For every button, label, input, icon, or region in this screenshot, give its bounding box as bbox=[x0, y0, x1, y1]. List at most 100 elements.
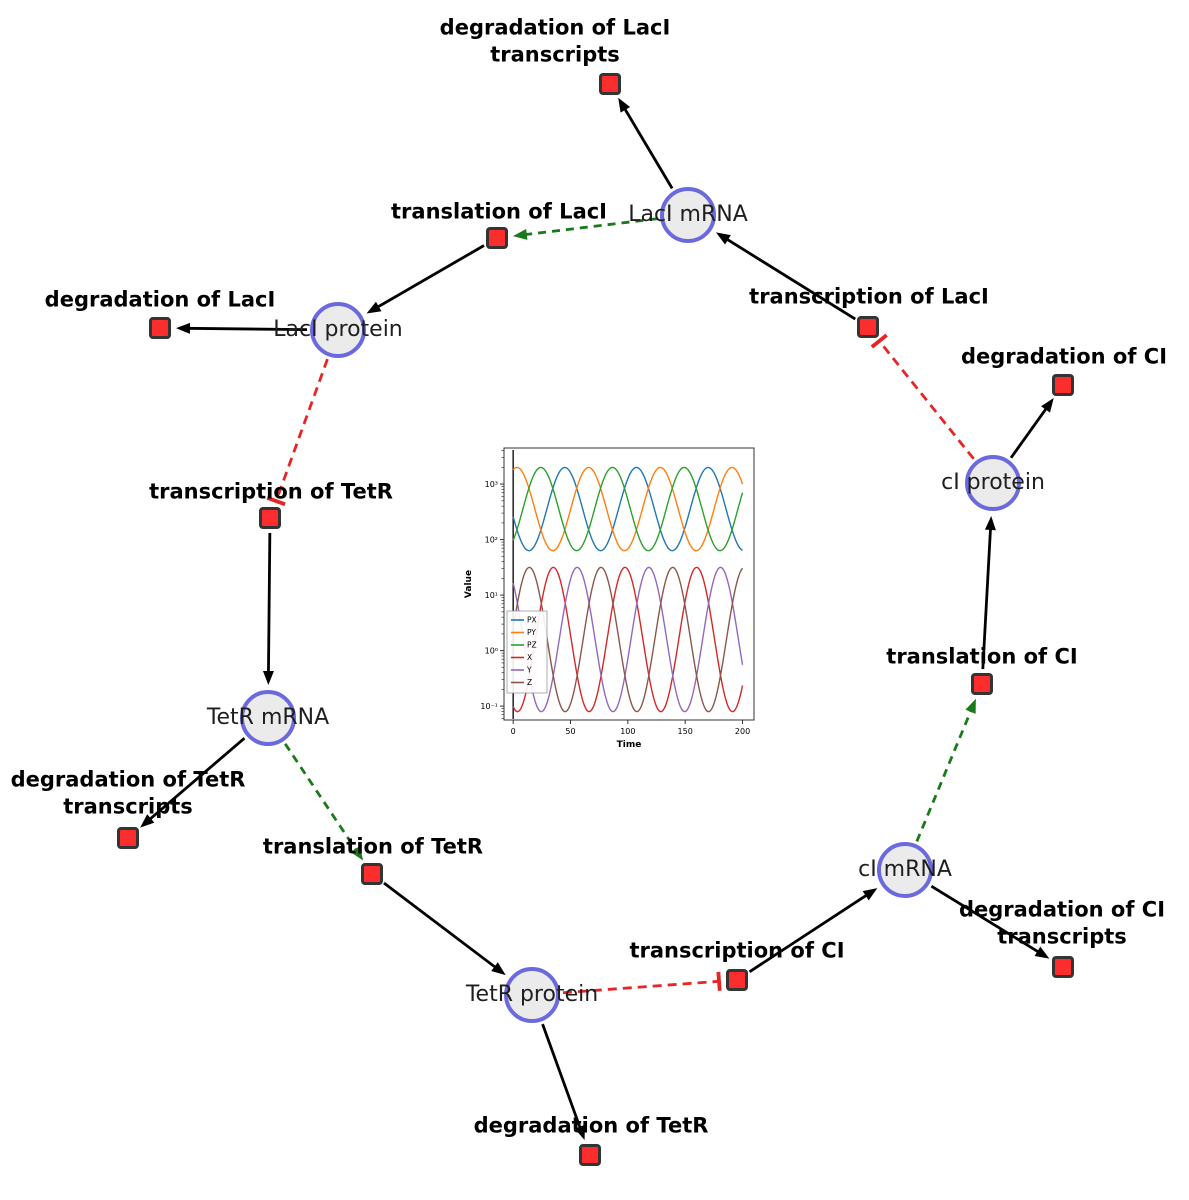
arrowhead bbox=[965, 698, 976, 714]
edge-production bbox=[981, 525, 993, 670]
reaction-node-deg-tetr[interactable] bbox=[579, 1144, 601, 1166]
arrowhead bbox=[491, 962, 506, 976]
edge-inhibition bbox=[274, 358, 329, 502]
arrowhead bbox=[512, 228, 528, 240]
reaction-label-transcription-ci: transcription of CI bbox=[629, 938, 845, 963]
arrowhead bbox=[1041, 398, 1054, 413]
edge-consumption bbox=[1009, 405, 1050, 459]
series-PY bbox=[512, 466, 744, 552]
edge-inhibition bbox=[562, 979, 720, 995]
reaction-node-deg-ci[interactable] bbox=[1052, 374, 1074, 396]
reaction-node-deg-laci-transcripts[interactable] bbox=[599, 73, 621, 95]
x-tick-label: 200 bbox=[735, 727, 750, 736]
edge-inhibition bbox=[878, 340, 975, 460]
arrowhead bbox=[1034, 946, 1050, 959]
reaction-label-deg-tetr-transcripts: degradation of TetR transcripts bbox=[10, 767, 246, 819]
reaction-label-deg-laci: degradation of LacI bbox=[44, 287, 276, 312]
species-node-laci-protein[interactable] bbox=[310, 302, 366, 358]
legend-label-PZ: PZ bbox=[527, 641, 537, 650]
series-PX bbox=[512, 466, 743, 552]
x-tick-label: 50 bbox=[565, 727, 575, 736]
y-tick-label: 10³ bbox=[485, 480, 498, 489]
reaction-label-deg-tetr: degradation of TetR bbox=[473, 1113, 709, 1138]
arrowhead bbox=[175, 322, 191, 334]
y-tick-label: 10⁰ bbox=[485, 646, 498, 655]
edge-production bbox=[723, 236, 857, 321]
reaction-label-translation-laci: translation of LacI bbox=[391, 199, 607, 224]
series-Y bbox=[512, 566, 744, 713]
edge-modifier bbox=[522, 217, 658, 237]
edge-production bbox=[267, 532, 272, 676]
arrowhead bbox=[574, 1124, 585, 1140]
reaction-node-transcription-laci[interactable] bbox=[857, 316, 879, 338]
reaction-label-translation-ci: translation of CI bbox=[886, 644, 1078, 669]
reaction-node-transcription-ci[interactable] bbox=[726, 969, 748, 991]
species-label-ci-mrna: cI mRNA bbox=[858, 856, 952, 882]
arrowhead bbox=[140, 814, 155, 828]
reaction-node-deg-ci-transcripts[interactable] bbox=[1052, 956, 1074, 978]
x-tick-label: 0 bbox=[511, 727, 516, 736]
reaction-label-translation-tetr: translation of TetR bbox=[262, 834, 484, 859]
reaction-label-deg-ci: degradation of CI bbox=[960, 344, 1168, 369]
inhibition-bar bbox=[716, 971, 722, 991]
arrowhead bbox=[618, 97, 631, 113]
reaction-node-deg-tetr-transcripts[interactable] bbox=[117, 827, 139, 849]
species-label-tetr-protein: TetR protein bbox=[465, 981, 599, 1007]
y-tick-label: 10¹ bbox=[485, 591, 498, 600]
reaction-label-deg-laci-transcripts: degradation of LacI transcripts bbox=[439, 15, 671, 67]
edge-consumption bbox=[622, 105, 674, 190]
y-tick-label: 10² bbox=[485, 535, 498, 544]
legend-label-PX: PX bbox=[527, 616, 537, 625]
edge-consumption bbox=[185, 326, 308, 332]
arrowhead bbox=[862, 888, 878, 901]
edge-production bbox=[374, 244, 485, 310]
series-X bbox=[512, 566, 744, 713]
inhibition-bar bbox=[266, 496, 286, 507]
reaction-node-deg-laci[interactable] bbox=[149, 317, 171, 339]
legend-label-PY: PY bbox=[527, 628, 536, 637]
series-Z bbox=[512, 566, 744, 713]
x-axis-label: Time bbox=[617, 740, 642, 750]
edge-modifier bbox=[915, 707, 974, 842]
reaction-node-transcription-tetr[interactable] bbox=[259, 507, 281, 529]
species-label-laci-protein: LacI protein bbox=[273, 316, 403, 342]
reaction-label-deg-ci-transcripts: degradation of CI transcripts bbox=[958, 897, 1166, 949]
arrowhead bbox=[716, 232, 731, 245]
reaction-label-transcription-laci: transcription of LacI bbox=[749, 284, 989, 309]
legend-label-X: X bbox=[527, 653, 532, 662]
legend-label-Y: Y bbox=[526, 666, 532, 675]
arrowhead bbox=[350, 845, 364, 861]
edge-modifier bbox=[284, 743, 359, 854]
chart-legend-box bbox=[506, 610, 548, 694]
x-tick-label: 100 bbox=[620, 727, 635, 736]
y-axis-label: Value bbox=[464, 570, 474, 598]
arrowhead bbox=[262, 670, 274, 686]
reaction-node-translation-laci[interactable] bbox=[486, 227, 508, 249]
species-label-laci-mrna: LacI mRNA bbox=[628, 201, 748, 227]
species-label-ci-protein: cI protein bbox=[941, 469, 1045, 495]
reaction-node-translation-tetr[interactable] bbox=[361, 863, 383, 885]
arrowhead bbox=[366, 301, 382, 314]
x-tick-label: 150 bbox=[678, 727, 693, 736]
edge-production bbox=[383, 881, 499, 971]
species-node-ci-protein[interactable] bbox=[965, 455, 1021, 511]
legend-label-Z: Z bbox=[527, 678, 532, 687]
y-tick-label: 10⁻¹ bbox=[480, 702, 498, 711]
reaction-label-transcription-tetr: transcription of TetR bbox=[149, 479, 393, 504]
reaction-node-translation-ci[interactable] bbox=[971, 673, 993, 695]
species-label-tetr-mrna: TetR mRNA bbox=[206, 704, 330, 730]
species-node-tetr-protein[interactable] bbox=[504, 967, 560, 1023]
species-node-ci-mrna[interactable] bbox=[877, 842, 933, 898]
species-node-laci-mrna[interactable] bbox=[660, 187, 716, 243]
edge-production bbox=[748, 892, 870, 973]
edge-consumption bbox=[930, 885, 1042, 955]
series-PZ bbox=[512, 466, 744, 552]
species-node-tetr-mrna[interactable] bbox=[240, 690, 296, 746]
arrowhead bbox=[984, 515, 996, 531]
edge-consumption bbox=[541, 1023, 583, 1132]
